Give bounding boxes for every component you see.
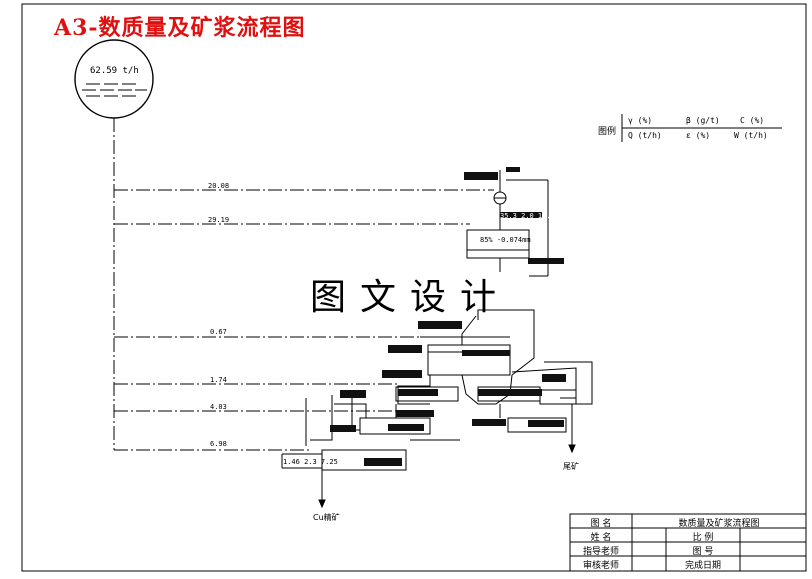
grinding-fineness: 85% -0.074mm bbox=[480, 236, 531, 244]
redacted-labels bbox=[330, 167, 566, 466]
water-value-2: 29.19 bbox=[208, 216, 230, 224]
legend-w: W (t/h) bbox=[734, 131, 768, 140]
legend-q: Q (t/h) bbox=[628, 131, 662, 140]
tb-drawing-name-label: 图 名 bbox=[590, 519, 612, 529]
water-value-3: 0.67 bbox=[210, 328, 227, 336]
legend-label: 图例 bbox=[598, 127, 617, 137]
water-value-1: 20.08 bbox=[208, 182, 230, 190]
tb-reviewer-label: 审核老师 bbox=[582, 561, 619, 571]
page-title: A3-数质量及矿浆流程图 bbox=[54, 15, 306, 41]
output-tailings: 尾矿 bbox=[563, 462, 579, 471]
watermark: 图文设计 bbox=[310, 277, 511, 318]
tb-drawing-name-value: 数质量及矿浆流程图 bbox=[678, 519, 760, 529]
water-branches bbox=[114, 189, 494, 451]
legend-gamma: γ (%) bbox=[628, 116, 653, 125]
tb-date-label: 完成日期 bbox=[684, 561, 721, 571]
tb-drawing-no-label: 图 号 bbox=[692, 547, 714, 557]
drawing-frame bbox=[21, 3, 807, 572]
feed-rate-label: 62.59 t/h bbox=[90, 66, 139, 76]
tb-name-label: 姓 名 bbox=[590, 533, 612, 543]
water-value-6: 6.98 bbox=[210, 440, 227, 448]
feed-bin-hatching bbox=[82, 83, 147, 97]
water-value-5: 4.03 bbox=[210, 403, 227, 411]
legend-rules bbox=[621, 114, 782, 142]
feed-bin bbox=[74, 39, 154, 119]
tb-advisor-label: 指导老师 bbox=[582, 547, 619, 557]
cyclone-row: 35.3 2.0 19.98 bbox=[500, 212, 560, 220]
concentrate-row: 1.46 2.3 7.25 bbox=[283, 458, 338, 466]
title-block-grid bbox=[569, 513, 807, 572]
output-concentrate: Cu精矿 bbox=[313, 513, 340, 522]
water-value-4: 1.74 bbox=[210, 376, 227, 384]
legend-epsilon: ε (%) bbox=[686, 131, 711, 140]
legend-c: C (%) bbox=[740, 116, 765, 125]
flotation-circuit bbox=[281, 309, 593, 509]
legend-beta: β (g/t) bbox=[686, 116, 720, 125]
tb-scale-label: 比 例 bbox=[692, 533, 714, 543]
